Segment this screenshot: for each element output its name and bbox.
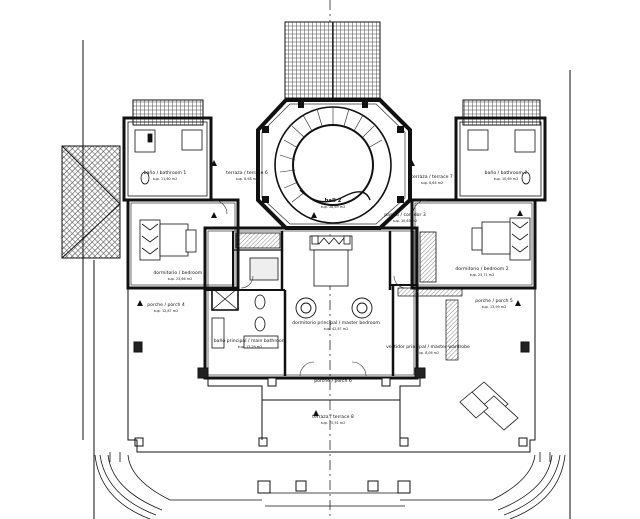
right-bath-fixtures	[467, 129, 536, 185]
room-labels: hall 2 sup. 38,69 m2 baño / bathroom 1 s…	[144, 170, 528, 425]
wardrobe-shelf-side	[445, 299, 459, 361]
pillars	[133, 341, 530, 494]
master-block-walls	[203, 226, 419, 380]
label-terrace-left: terraza / terrace 6	[226, 170, 268, 176]
right-wing-walls	[410, 116, 547, 290]
sun-loungers	[459, 381, 519, 431]
area-master-bed: sup. 42,87 m2	[324, 327, 348, 331]
label-corridor: pasillo / corridor 3	[384, 212, 426, 218]
entrance-stairs	[94, 452, 566, 519]
central-tower	[256, 98, 412, 230]
area-terrace-left: sup. 8,98 m2	[236, 177, 258, 181]
area-bath-left: sup. 11,60 m2	[153, 177, 177, 181]
area-hall: sup. 38,69 m2	[321, 205, 345, 209]
area-bed-right: sup. 23,71 m2	[470, 273, 494, 277]
level-markers	[137, 160, 523, 416]
label-terrace-right: terraza / terrace 7	[411, 174, 453, 180]
label-bed-left: dormitorio / bedroom 1	[153, 270, 206, 276]
label-porch-left: porche / porch 4	[147, 302, 185, 308]
left-bedroom-furniture	[139, 219, 197, 261]
label-porch-right: porche / porch 5	[475, 298, 513, 304]
label-terrace-big: terraza / terrace 8	[312, 414, 354, 420]
label-master-bath: baño principal / main bathroom	[214, 338, 287, 344]
area-porch-left: sup. 12,87 m2	[154, 309, 178, 313]
label-porch-center: porche / porch 6	[314, 378, 352, 384]
area-bath-right: sup. 10,69 m2	[494, 177, 518, 181]
door-swings	[212, 199, 428, 377]
area-corridor: sup. 10,63 m2	[393, 219, 417, 223]
label-master-wardrobe: vestidor principal / master wardrobe	[386, 344, 470, 350]
label-bath-right: baño / bathroom 2	[485, 170, 528, 176]
area-porch-right: sup. 13,99 m2	[482, 305, 506, 309]
lounge-chairs	[295, 297, 373, 319]
right-bedroom-furniture	[471, 217, 531, 261]
area-master-wardrobe: sup. 8,06 m2	[417, 351, 439, 355]
roof-left-slope	[61, 145, 121, 259]
area-bed-left: sup. 23,66 m2	[168, 277, 192, 281]
label-bath-left: baño / bathroom 1	[144, 170, 187, 176]
roof-right-small	[462, 99, 541, 126]
master-bed	[309, 235, 353, 287]
terrace-outline	[82, 40, 571, 519]
label-master-bed: dormitorio principal / master bedroom	[292, 320, 380, 326]
area-terrace-right: sup. 8,64 m2	[421, 181, 443, 185]
closet-left	[235, 232, 281, 249]
closet-right	[419, 231, 437, 283]
left-bath-fixtures	[134, 129, 203, 185]
wardrobe-shelf-top	[397, 287, 463, 297]
label-hall: hall 2	[325, 198, 342, 204]
roof-left-small	[132, 99, 204, 126]
area-master-bath: sup. 13,29 m2	[238, 345, 262, 349]
label-bed-right: dormitorio / bedroom 2	[455, 266, 508, 272]
master-bath-fixtures	[211, 257, 279, 349]
area-terrace-big: sup. 75,91 m2	[321, 421, 345, 425]
roof-top-center	[284, 21, 381, 99]
